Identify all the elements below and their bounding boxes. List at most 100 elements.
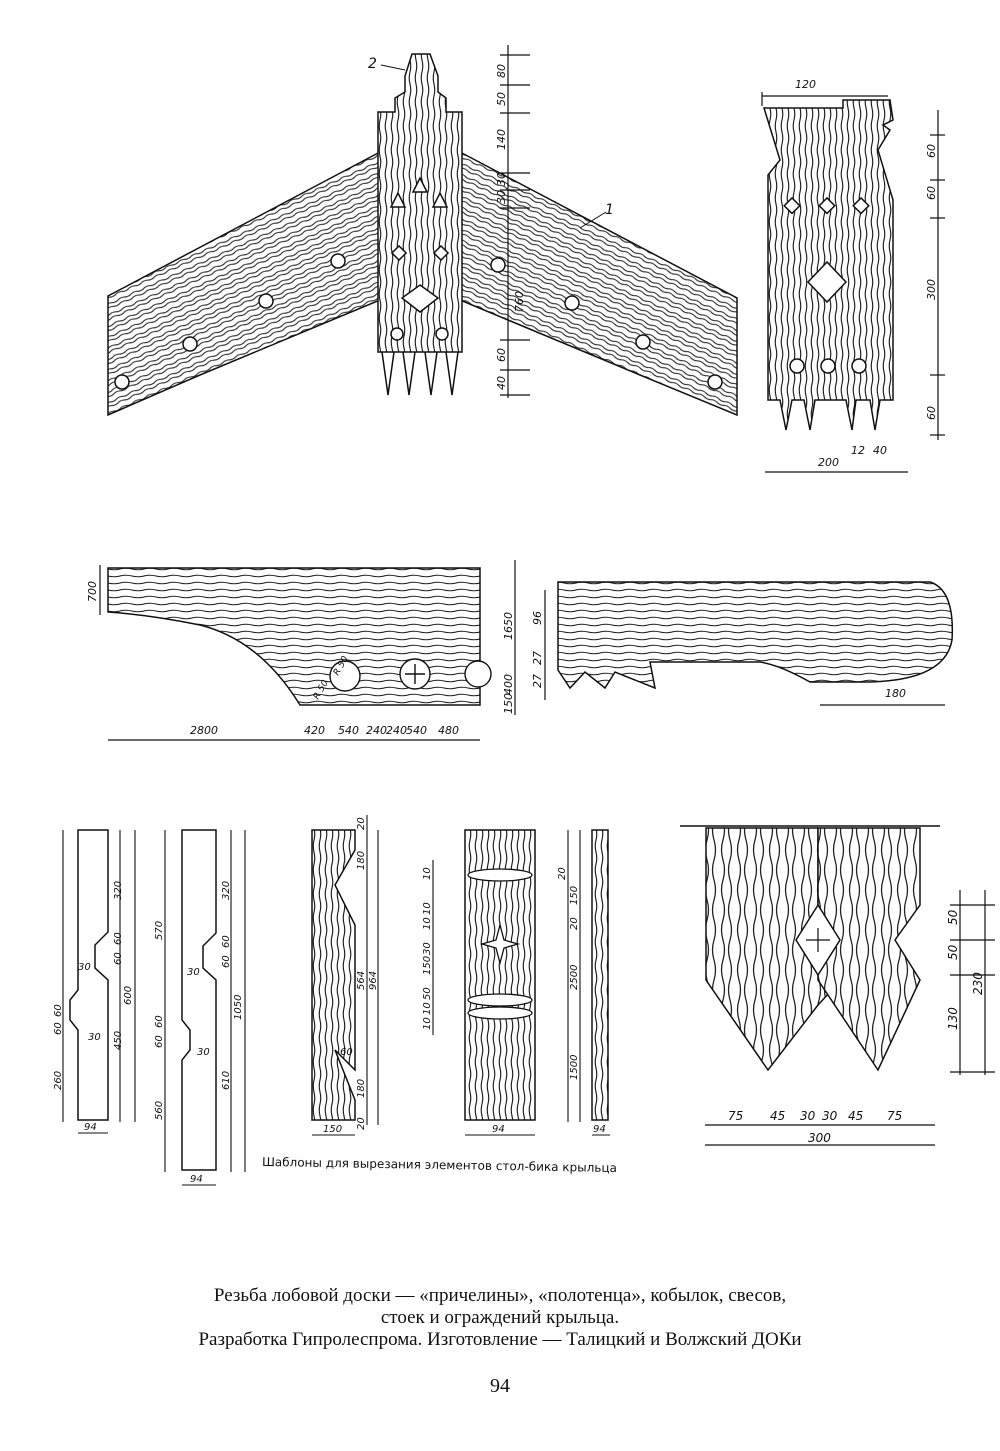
svg-text:200: 200 [818,456,839,469]
svg-text:20: 20 [356,817,367,830]
svg-text:150: 150 [502,693,515,714]
svg-text:130: 130 [946,1007,960,1030]
svg-text:45: 45 [848,1109,863,1123]
svg-text:27: 27 [531,651,544,665]
towel-dimension-chain [761,92,945,473]
svg-text:1050: 1050 [233,995,244,1020]
svg-text:300: 300 [925,279,938,300]
svg-text:20: 20 [356,1117,367,1130]
svg-text:610: 610 [221,1071,232,1090]
svg-text:60: 60 [925,406,938,420]
svg-text:600: 600 [123,986,134,1005]
svg-text:75: 75 [887,1109,902,1123]
svg-text:230: 230 [971,972,985,995]
svg-text:30: 30 [495,172,508,186]
template-3-labels: 20 180 564 964 60 180 20 150 [323,817,379,1135]
post [432,829,610,1136]
svg-text:60: 60 [113,932,124,945]
svg-text:45: 45 [770,1109,785,1123]
svg-text:540: 540 [406,724,427,737]
svg-text:30: 30 [197,1047,210,1058]
gable-barge-boards: 2 1 [107,53,738,417]
svg-text:1500: 1500 [569,1055,580,1080]
page-number: 94 [490,1375,510,1397]
svg-text:94: 94 [593,1124,606,1135]
caption-line-1: Резьба лобовой доски — «причелины», «пол… [213,1285,787,1306]
svg-text:120: 120 [795,78,816,91]
svg-text:30: 30 [495,190,508,204]
svg-text:60: 60 [53,1004,64,1017]
svg-text:540: 540 [338,724,359,737]
svg-text:150: 150 [569,886,580,905]
svg-text:420: 420 [304,724,325,737]
svg-text:60: 60 [113,952,124,965]
bracket-left [107,567,492,706]
template-2-labels: 570 320 60 60 30 1050 60 60 30 610 560 9… [154,881,244,1185]
svg-text:240: 240 [386,724,407,737]
svg-text:400: 400 [502,674,515,695]
svg-text:1650: 1650 [502,612,515,640]
svg-text:10: 10 [422,1002,433,1015]
svg-text:60: 60 [154,1015,165,1028]
fence-dimension-chain [705,890,995,1146]
part-2-label: 2 [368,56,377,72]
caption-line-2: стоек и ограждений крыльца. [380,1307,620,1328]
svg-text:180: 180 [356,1079,367,1098]
fence-pickets [680,825,940,1072]
caption-line-3: Разработка Гипролеспрома. Изготовление —… [198,1329,802,1350]
svg-text:2800: 2800 [190,724,218,737]
svg-text:40: 40 [873,444,887,457]
svg-text:260: 260 [53,1071,64,1090]
svg-text:96: 96 [531,611,544,625]
svg-text:12: 12 [851,444,865,457]
figure-caption: Резьба лобовой доски — «причелины», «пол… [0,1285,1000,1351]
part-1-label: 1 [605,202,614,218]
svg-text:10: 10 [422,902,433,915]
svg-text:30: 30 [88,1032,101,1043]
towel-dimension-labels: 120 60 60 300 60 200 12 40 [795,78,938,469]
gable-dimension-chain [500,45,530,398]
svg-text:94: 94 [84,1122,97,1133]
svg-text:60: 60 [53,1022,64,1035]
template-3 [311,815,379,1136]
svg-text:30: 30 [800,1109,816,1123]
bracket-dimension-chain [99,560,945,741]
svg-text:240: 240 [366,724,387,737]
svg-text:964: 964 [368,971,379,990]
svg-text:180: 180 [885,687,906,700]
svg-text:2500: 2500 [569,965,580,990]
svg-text:320: 320 [221,881,232,900]
svg-text:60: 60 [925,144,938,158]
svg-text:10: 10 [422,917,433,930]
fence-dimension-labels: 50 50 230 130 75 45 30 30 45 75 300 [728,909,985,1145]
svg-text:80: 80 [495,64,508,78]
svg-text:150: 150 [323,1124,342,1135]
svg-text:60: 60 [221,955,232,968]
svg-text:30: 30 [822,1109,838,1123]
svg-text:20: 20 [569,917,580,930]
bracket-right [557,581,954,690]
template-1 [62,829,136,1134]
svg-text:27: 27 [531,674,544,688]
template-1-labels: 320 60 60 30 600 450 260 60 60 30 94 [53,881,134,1133]
svg-text:60: 60 [221,935,232,948]
svg-text:60: 60 [340,1047,353,1058]
gable-dimension-labels: 80 50 140 30 30 760 60 40 [495,64,526,390]
svg-text:50: 50 [422,987,433,1000]
svg-text:300: 300 [808,1131,831,1145]
svg-text:60: 60 [925,186,938,200]
svg-text:150: 150 [422,956,433,975]
svg-text:180: 180 [356,851,367,870]
svg-text:450: 450 [113,1031,124,1050]
svg-text:50: 50 [495,92,508,106]
svg-text:30: 30 [187,967,200,978]
svg-text:560: 560 [154,1101,165,1120]
svg-text:10: 10 [422,867,433,880]
svg-text:50: 50 [946,909,960,925]
svg-text:570: 570 [154,921,165,940]
towel-plank [762,99,894,431]
svg-text:564: 564 [356,971,367,990]
svg-text:30: 30 [78,962,91,973]
svg-text:50: 50 [946,944,960,960]
